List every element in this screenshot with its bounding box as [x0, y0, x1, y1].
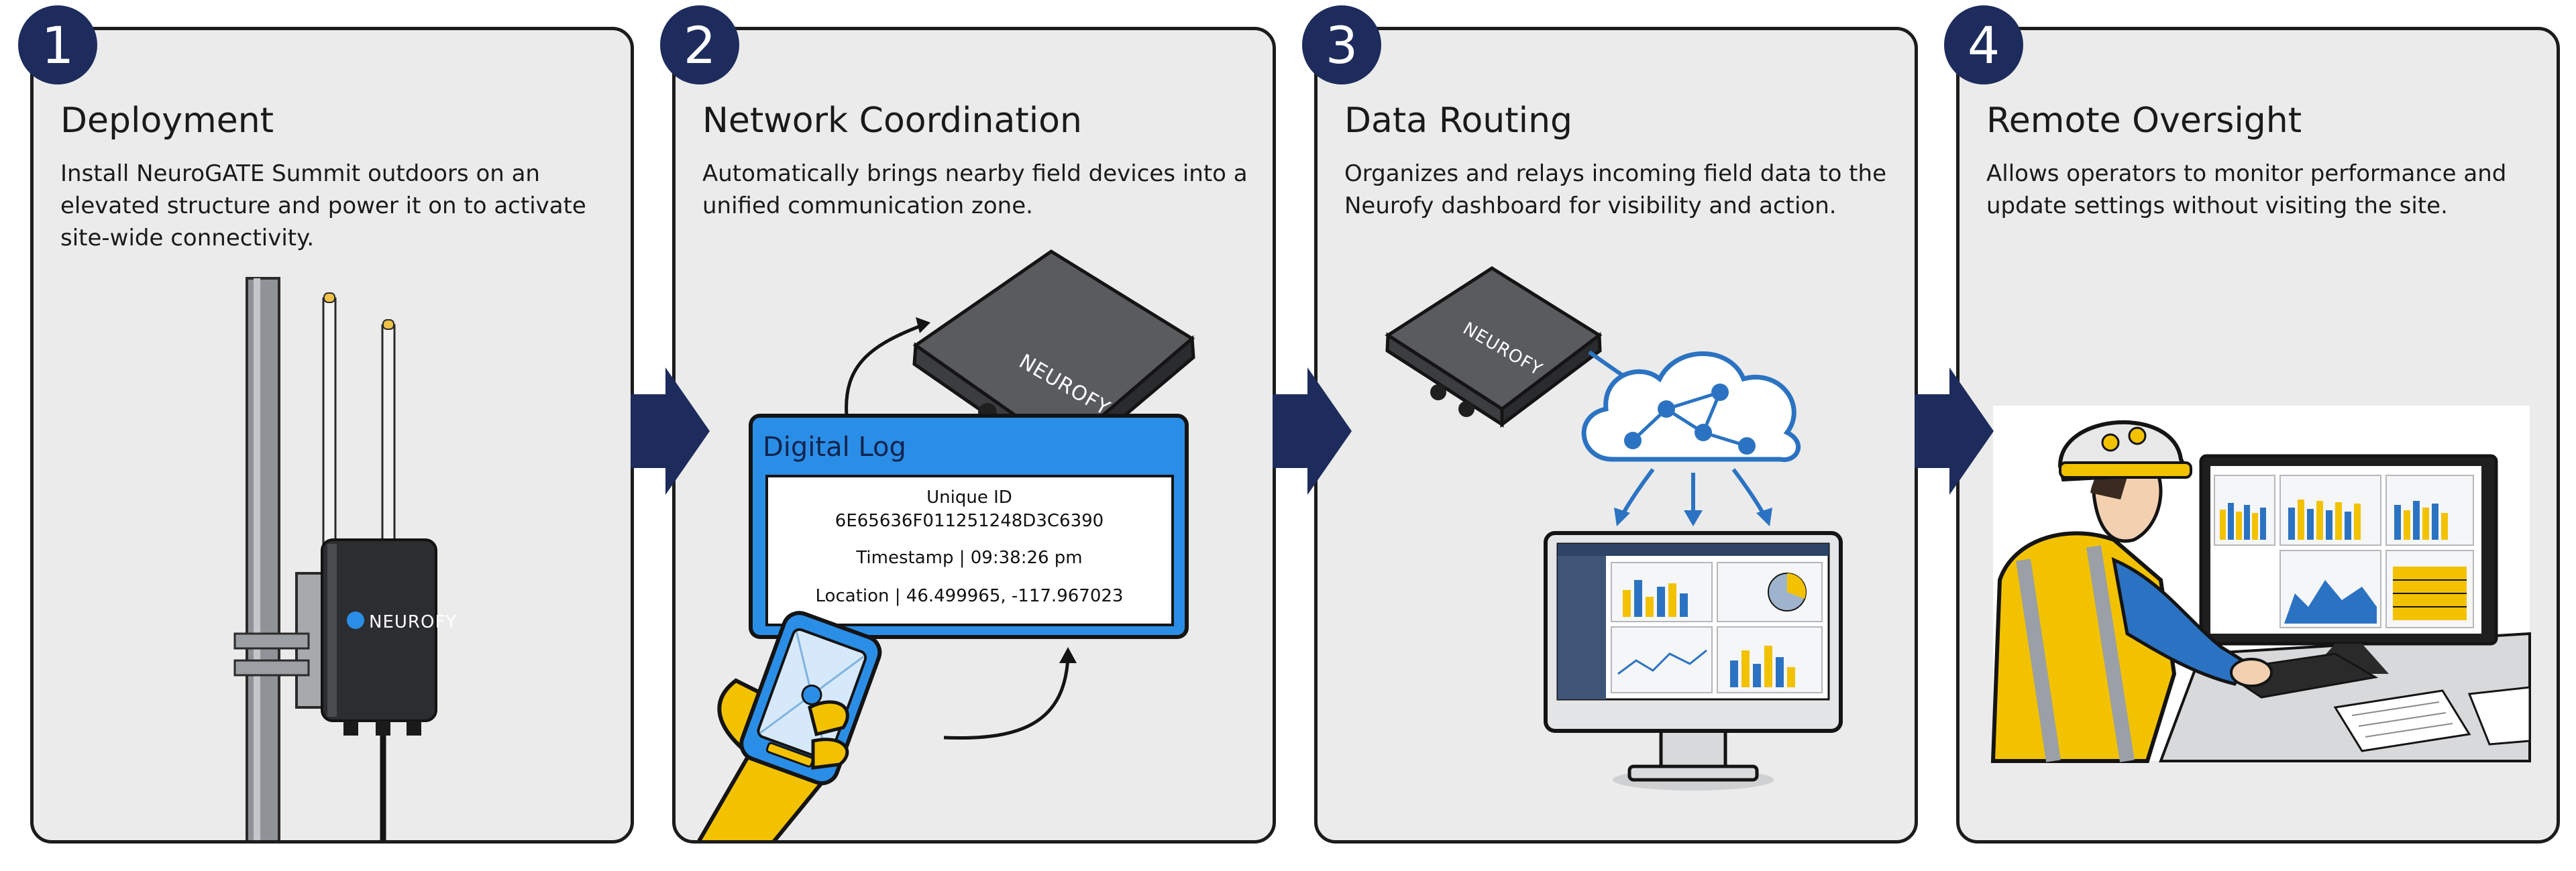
antenna-right — [381, 324, 396, 555]
step-number-badge: 4 — [1944, 5, 2023, 84]
digital-log-title: Digital Log — [763, 432, 906, 463]
flow-arrow-return — [943, 656, 1070, 740]
pole — [246, 277, 280, 840]
step-number-badge: 2 — [660, 5, 739, 84]
antenna-left — [322, 297, 337, 555]
step-number-badge: 3 — [1302, 5, 1381, 84]
unique-id-value: 6E65636F011251248D3C6390 — [835, 511, 1104, 531]
device-brand-label: NEUROFY — [369, 612, 457, 632]
remote-oversight-illustration — [1990, 406, 2531, 763]
step-description: Allows operators to monitor performance … — [1986, 160, 2507, 219]
step-title: Deployment — [60, 101, 274, 141]
step-panel-remote-oversight: Remote Oversight Allows operators to mon… — [1956, 27, 2560, 844]
handheld-device-icon — [697, 611, 882, 840]
step-title: Data Routing — [1344, 101, 1573, 141]
location-label: Location | 46.499965, -117.967023 — [816, 586, 1124, 606]
monitor-icon — [1544, 531, 1843, 791]
data-routing-illustration: NEUROFY — [1385, 266, 1843, 791]
cloud-network-icon — [1581, 351, 1801, 462]
step-description: Organizes and relays incoming field data… — [1344, 160, 1886, 219]
chevron-right-icon — [1915, 367, 1994, 495]
step-panel-data-routing: NEUROFY — [1314, 27, 1918, 844]
gateway-pole-illustration: NEUROFY — [233, 277, 457, 840]
network-coordination-illustration: NEUROFY Digital Log Unique ID 6E65636F01… — [697, 249, 1195, 840]
step-description: Install NeuroGATE Summit outdoors on an … — [60, 160, 586, 251]
step-panel-network-coordination: NEUROFY Digital Log Unique ID 6E65636F01… — [672, 27, 1276, 844]
timestamp-label: Timestamp | 09:38:26 pm — [855, 548, 1082, 568]
step-description: Automatically brings nearby field device… — [702, 160, 1248, 219]
monitor-icon — [2199, 454, 2498, 674]
unique-id-label: Unique ID — [926, 487, 1012, 508]
digital-log-card: Digital Log Unique ID 6E65636F011251248D… — [749, 414, 1189, 639]
step-panel-deployment: NEUROFY Deployment Install NeuroGATE Sum… — [30, 27, 634, 844]
step-title: Network Coordination — [702, 101, 1082, 141]
step-title: Remote Oversight — [1986, 101, 2302, 141]
chevron-right-icon — [1273, 367, 1352, 495]
step-number-badge: 1 — [18, 5, 97, 84]
flow-arrow-up — [845, 323, 923, 416]
chevron-right-icon — [631, 367, 710, 495]
operator-illustration — [1990, 420, 2273, 763]
